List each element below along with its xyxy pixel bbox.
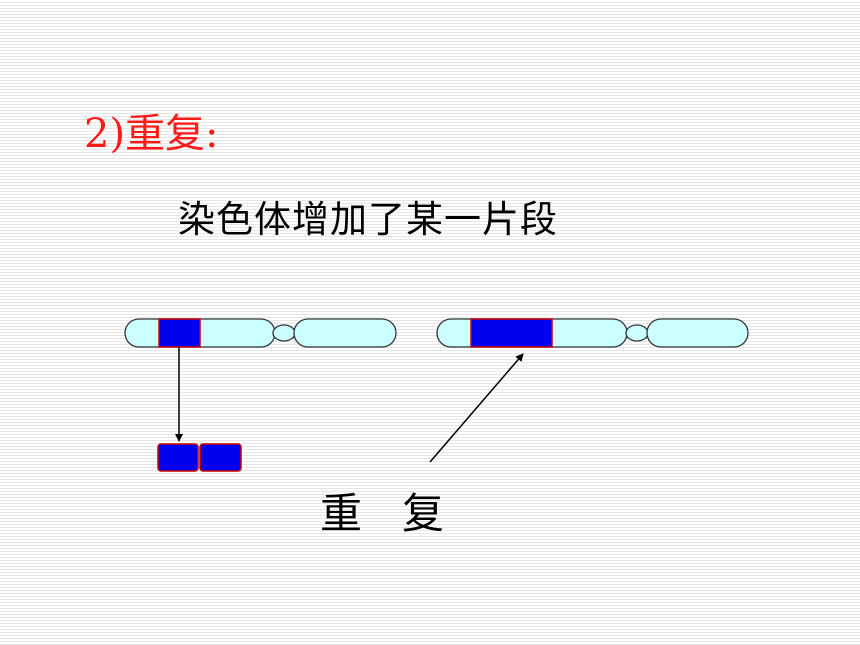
chromosome-short-arm-right: [646, 318, 749, 348]
slide-subtitle: 染色体增加了某一片段: [178, 198, 558, 241]
centromere-left: [272, 324, 296, 342]
segment-duplicated: [470, 318, 553, 348]
duplication-label: 重 复: [320, 489, 445, 538]
original-chromosome: [124, 318, 397, 348]
pointer-arrow: [429, 353, 524, 463]
extracted-segments: [157, 443, 242, 472]
chromosome-short-arm-left: [293, 318, 397, 348]
segment-original: [158, 318, 201, 348]
extracted-segment-1: [157, 443, 199, 472]
extracted-segment-2: [199, 443, 242, 472]
centromere-right: [625, 324, 649, 342]
slide-title: 2)重复:: [84, 111, 219, 157]
duplicated-chromosome: [436, 318, 749, 348]
